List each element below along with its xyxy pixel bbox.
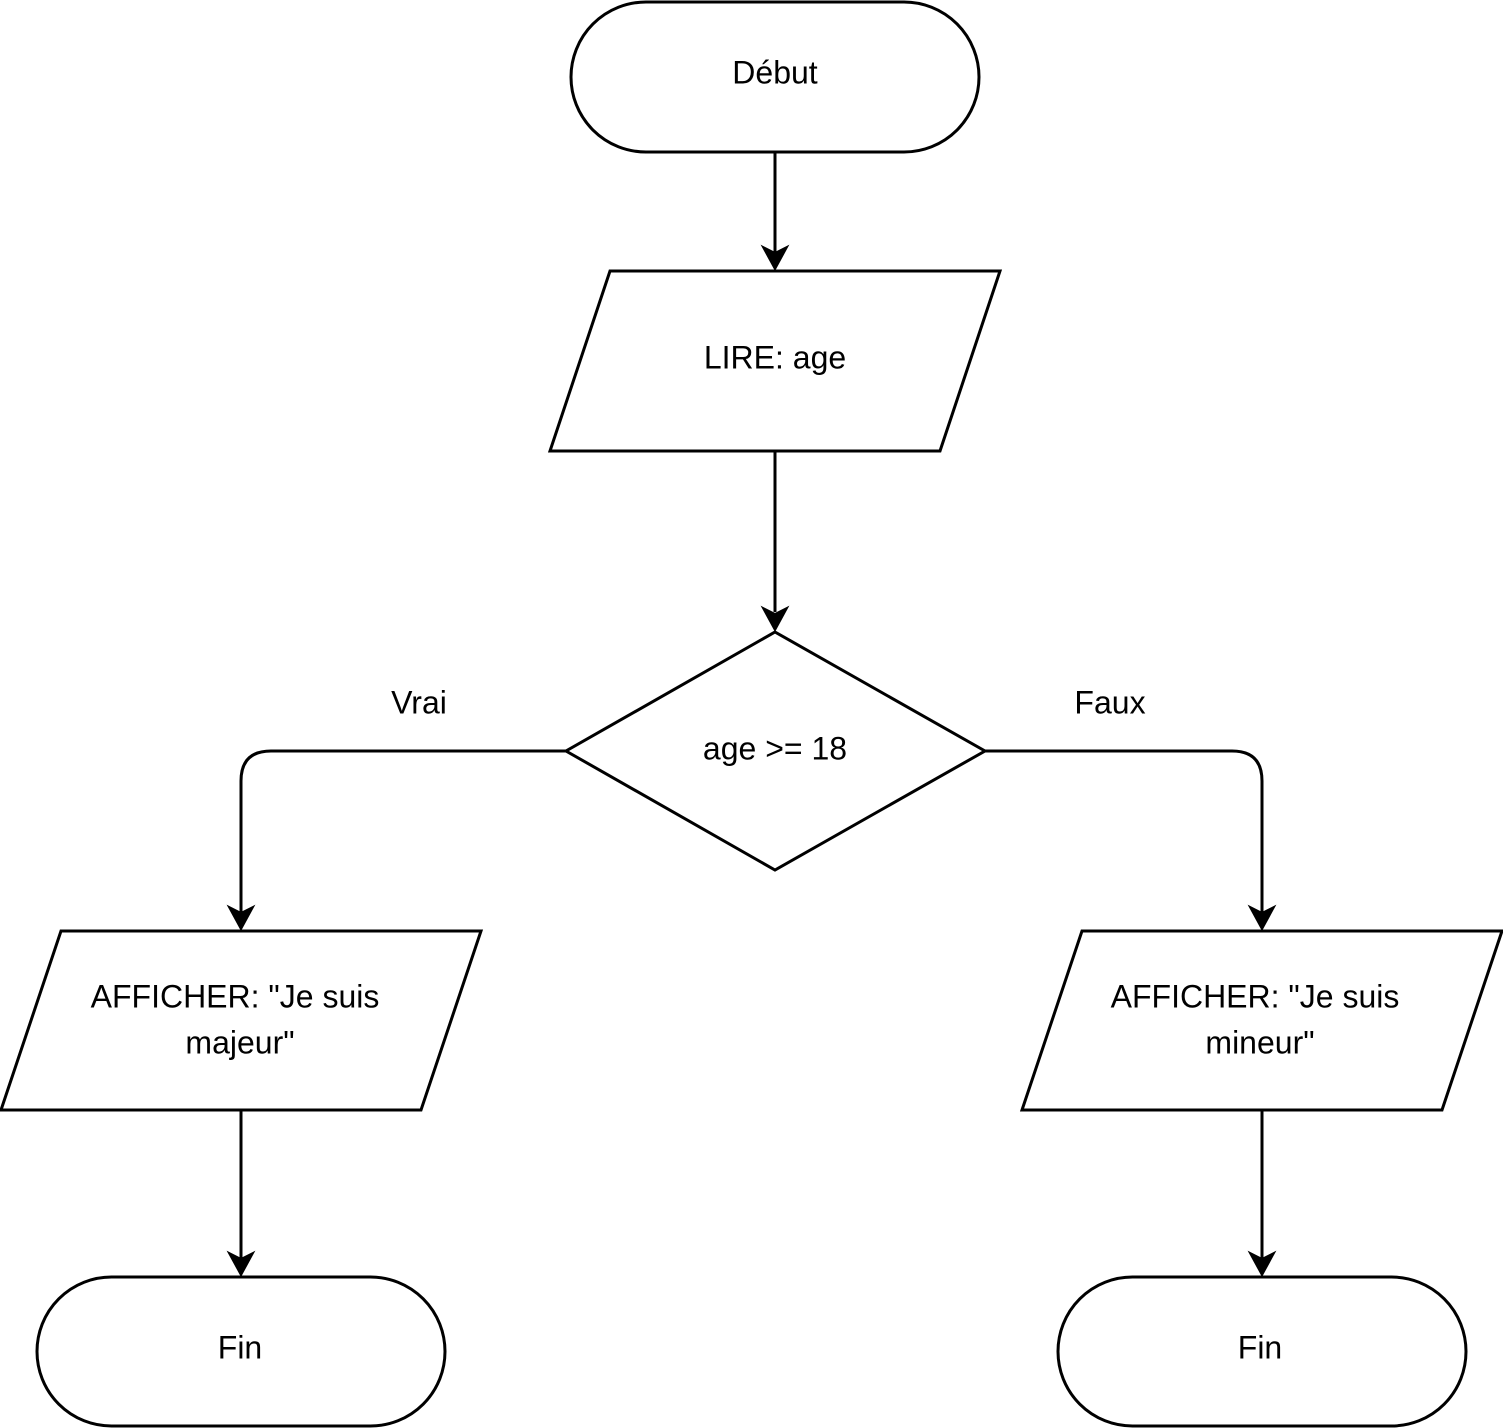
end-left-label: Fin xyxy=(218,1329,262,1365)
read-age-shape xyxy=(547,269,1003,453)
end-right-shape xyxy=(1056,1275,1468,1428)
arrowhead-major xyxy=(226,904,256,932)
start-shape xyxy=(569,0,981,154)
display-minor-label-line2: mineur" xyxy=(1205,1024,1314,1060)
end-right-label: Fin xyxy=(1238,1329,1282,1365)
arrowhead-minor xyxy=(1247,904,1277,932)
display-major-label-line1: AFFICHER: "Je suis xyxy=(91,978,380,1014)
false-branch-label: Faux xyxy=(1074,684,1145,720)
end-left-shape xyxy=(35,1275,447,1428)
end-left-node[interactable]: Fin xyxy=(35,1275,447,1428)
read-age-label: LIRE: age xyxy=(704,339,846,375)
decision-label: age >= 18 xyxy=(703,730,847,766)
start-label: Début xyxy=(732,54,818,90)
decision-shape xyxy=(562,630,989,872)
edge-decision-to-minor xyxy=(985,749,1264,912)
display-major-node[interactable]: AFFICHER: "Je suis majeur" xyxy=(0,929,484,1112)
display-major-shape xyxy=(0,929,484,1112)
display-major-label-line2: majeur" xyxy=(185,1024,294,1060)
true-branch-label: Vrai xyxy=(391,684,447,720)
decision-node[interactable]: age >= 18 xyxy=(562,630,989,872)
start-node[interactable]: Début xyxy=(569,0,981,154)
edge-decision-to-major xyxy=(239,749,566,912)
display-minor-label-line1: AFFICHER: "Je suis xyxy=(1111,978,1400,1014)
arrowhead-read xyxy=(760,244,790,272)
read-age-node[interactable]: LIRE: age xyxy=(547,269,1003,453)
arrowhead-decision xyxy=(760,605,790,633)
display-minor-node[interactable]: AFFICHER: "Je suis mineur" xyxy=(1019,929,1503,1112)
end-right-node[interactable]: Fin xyxy=(1056,1275,1468,1428)
display-minor-shape xyxy=(1019,929,1503,1112)
arrowhead-end-left xyxy=(226,1250,256,1278)
arrowhead-end-right xyxy=(1247,1250,1277,1278)
edges xyxy=(226,152,1277,1278)
